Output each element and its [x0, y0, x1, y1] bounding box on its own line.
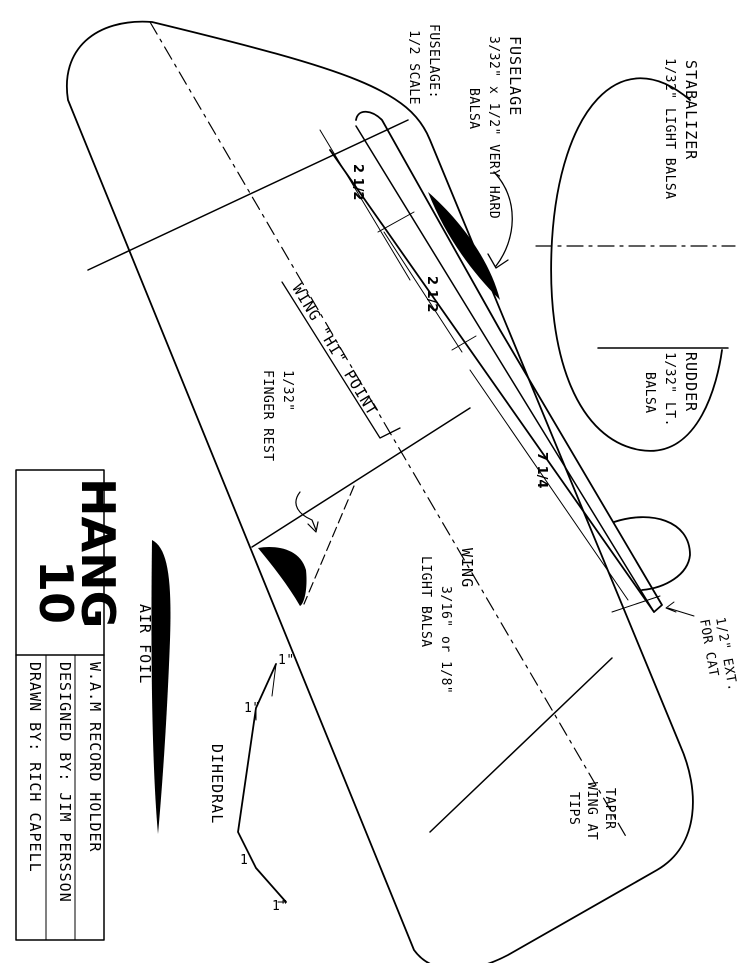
title-block-drawn: DRAWN BY: RICH CAPELL — [26, 662, 44, 873]
dihedral-mark: 1" — [272, 899, 289, 914]
stabilizer-outline — [550, 77, 723, 452]
finger-rest-guide — [303, 485, 355, 605]
dimension-tick — [377, 211, 415, 233]
wing-center-line — [149, 21, 629, 841]
wing-title: WING — [458, 548, 476, 588]
finger-rest — [258, 547, 307, 606]
fuselage-title: FUSELAGE — [506, 36, 524, 116]
dihedral-mark: 1" — [244, 701, 261, 716]
fuselage-nose-block — [428, 192, 500, 300]
airfoil-label: AIR FOIL — [136, 604, 154, 684]
title-ten: 10 — [29, 560, 83, 624]
dimension-tick — [611, 595, 661, 613]
airfoil-section — [151, 540, 171, 834]
title-block-designer: DESIGNED BY: JIM PERSSON — [56, 662, 74, 903]
dihedral-label: DIHEDRAL — [208, 744, 226, 824]
dihedral-mark: 1" — [278, 653, 295, 668]
wing-hi-point-label: WING "HI" POINT — [289, 281, 382, 419]
dimension-value: 2 1/2 — [424, 276, 439, 312]
wing-panel-line — [251, 407, 471, 548]
dimension-value: 7 1/4 — [534, 452, 549, 488]
fuselage-scale-2: 1/2 SCALE — [406, 30, 421, 105]
wing-panel-line — [429, 657, 613, 833]
wing-panel-line — [87, 119, 409, 271]
rudder-material: 1/32" LT. — [662, 352, 677, 427]
dimension-line — [383, 231, 463, 353]
dimension-tick — [451, 335, 477, 351]
fuselage-balsa: BALSA — [466, 88, 481, 130]
dimension-line — [319, 129, 411, 281]
dihedral-mark: 1 — [240, 853, 248, 868]
rudder-balsa: BALSA — [642, 372, 657, 414]
finger-rest-label-1: 1/32" — [280, 370, 295, 412]
wing-material: 3/16" or 1/8" — [438, 586, 453, 694]
taper-label-3: TIPS — [566, 792, 581, 825]
title-hang: HANG — [71, 478, 125, 628]
stabilizer-title: STABALIZER — [682, 60, 700, 160]
wing-outline — [66, 20, 694, 963]
dihedral-diagram — [237, 663, 287, 903]
rudder-fin — [613, 516, 691, 591]
stabilizer-material: 1/32" LIGHT BALSA — [662, 58, 677, 200]
fuselage-scale-1: FUSELAGE: — [426, 24, 441, 99]
ext-arrow — [665, 601, 695, 617]
fuselage-line — [355, 125, 655, 613]
finger-rest-label-2: FINGER REST — [260, 370, 275, 462]
taper-label-2: WING AT — [584, 782, 599, 840]
wing-hi-point-bracket — [281, 281, 401, 439]
wing-balsa: LIGHT BALSA — [418, 556, 433, 648]
dimension-line — [469, 369, 629, 601]
fuselage-arrow — [487, 171, 513, 269]
finger-rest-leader — [295, 491, 319, 533]
title-block-record: W.A.M RECORD HOLDER — [86, 662, 104, 853]
dihedral-arrows — [255, 663, 287, 903]
dimension-value: 2 1/2 — [350, 164, 365, 200]
fuselage-material: 3/32" x 1/2" VERY HARD — [486, 36, 501, 219]
fuselage-outline — [329, 110, 663, 613]
taper-label-1: TAPER — [602, 788, 617, 830]
title-block-frame — [15, 469, 105, 941]
rudder-title: RUDDER — [682, 352, 700, 412]
